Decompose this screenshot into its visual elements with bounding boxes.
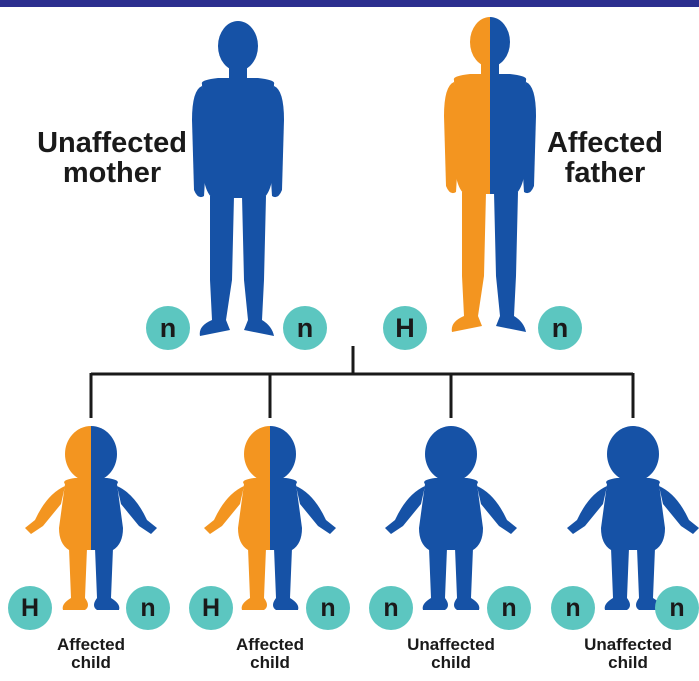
- child-3-label: Unaffected child: [391, 636, 511, 672]
- mother-label-line1: Unaffected: [22, 128, 202, 158]
- child-3-allele-1: n: [369, 586, 413, 630]
- child-4-allele-2: n: [655, 586, 699, 630]
- father-allele-1: H: [383, 306, 427, 350]
- mother-allele-2: n: [283, 306, 327, 350]
- child-3-label-line2: child: [391, 654, 511, 672]
- child-4-label-line2: child: [568, 654, 688, 672]
- mother-label-line2: mother: [22, 158, 202, 188]
- child-4-label: Unaffected child: [568, 636, 688, 672]
- child-1-allele-2: n: [126, 586, 170, 630]
- father-allele-2: n: [538, 306, 582, 350]
- child-2-label-line1: Affected: [210, 636, 330, 654]
- lineage-connector: [91, 346, 633, 418]
- child-2-label-line2: child: [210, 654, 330, 672]
- father-label-line1: Affected: [530, 128, 680, 158]
- father-label: Affected father: [530, 128, 680, 189]
- mother-figure: [192, 21, 284, 336]
- child-1-figure: [25, 426, 157, 610]
- child-3-allele-2: n: [487, 586, 531, 630]
- child-1-allele-1: H: [8, 586, 52, 630]
- child-3-figure: [385, 426, 517, 610]
- mother-allele-1: n: [146, 306, 190, 350]
- child-1-label: Affected child: [31, 636, 151, 672]
- father-label-line2: father: [530, 158, 680, 188]
- child-4-figure: [567, 426, 699, 610]
- child-1-label-line1: Affected: [31, 636, 151, 654]
- child-2-allele-2: n: [306, 586, 350, 630]
- child-4-label-line1: Unaffected: [568, 636, 688, 654]
- child-2-label: Affected child: [210, 636, 330, 672]
- father-figure: [444, 17, 536, 332]
- mother-label: Unaffected mother: [22, 128, 202, 189]
- child-2-figure: [204, 426, 336, 610]
- child-3-label-line1: Unaffected: [391, 636, 511, 654]
- child-2-allele-1: H: [189, 586, 233, 630]
- child-4-allele-1: n: [551, 586, 595, 630]
- child-1-label-line2: child: [31, 654, 151, 672]
